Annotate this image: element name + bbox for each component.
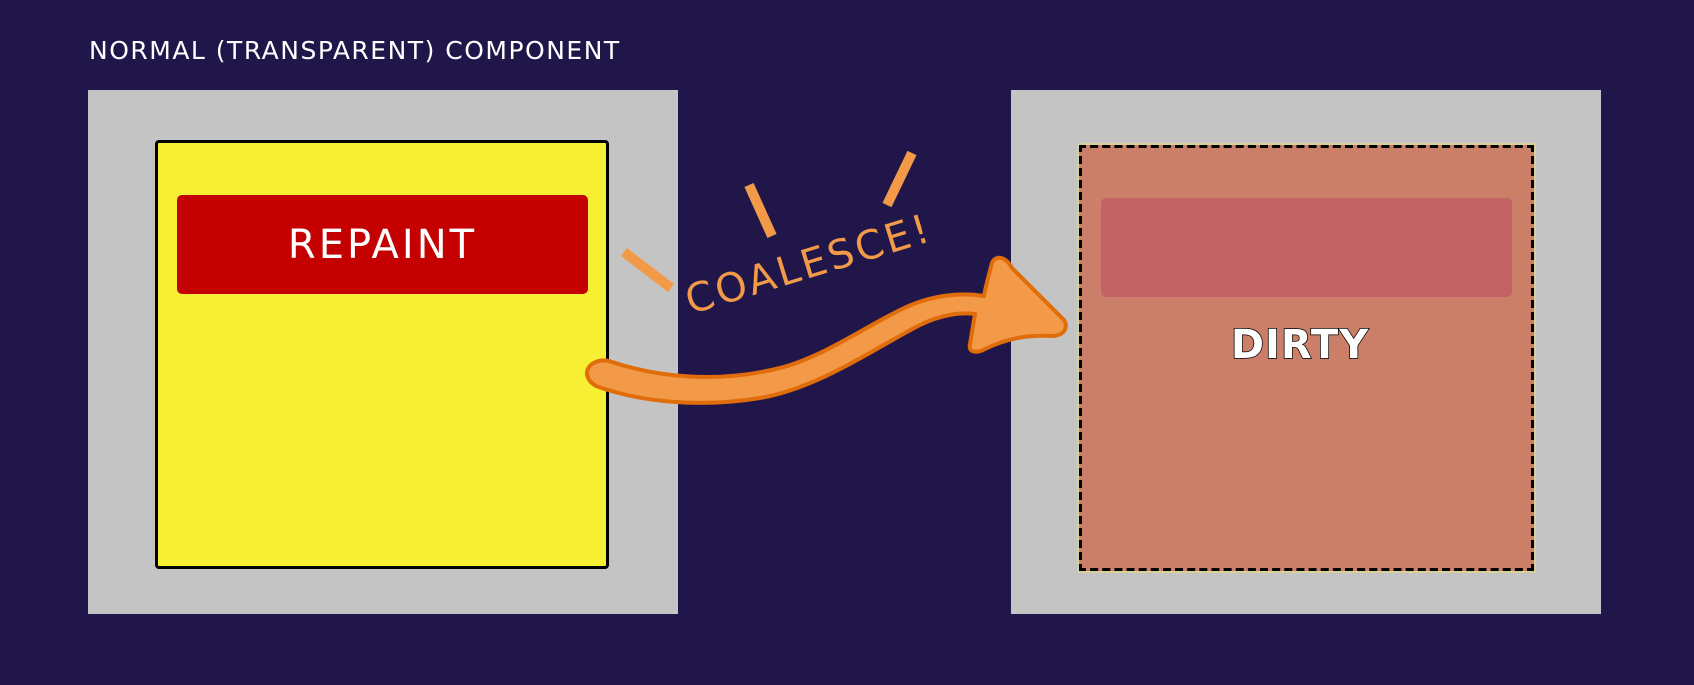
diagram-caption: NORMAL (TRANSPARENT) COMPONENT — [89, 36, 621, 65]
dirty-bar — [1101, 198, 1512, 297]
burst-marks-icon — [620, 150, 917, 292]
dirty-label: DIRTY — [1230, 321, 1370, 369]
curved-arrow-icon — [585, 255, 1068, 405]
repaint-label: REPAINT — [287, 221, 478, 268]
repaint-bar: REPAINT — [177, 195, 588, 294]
